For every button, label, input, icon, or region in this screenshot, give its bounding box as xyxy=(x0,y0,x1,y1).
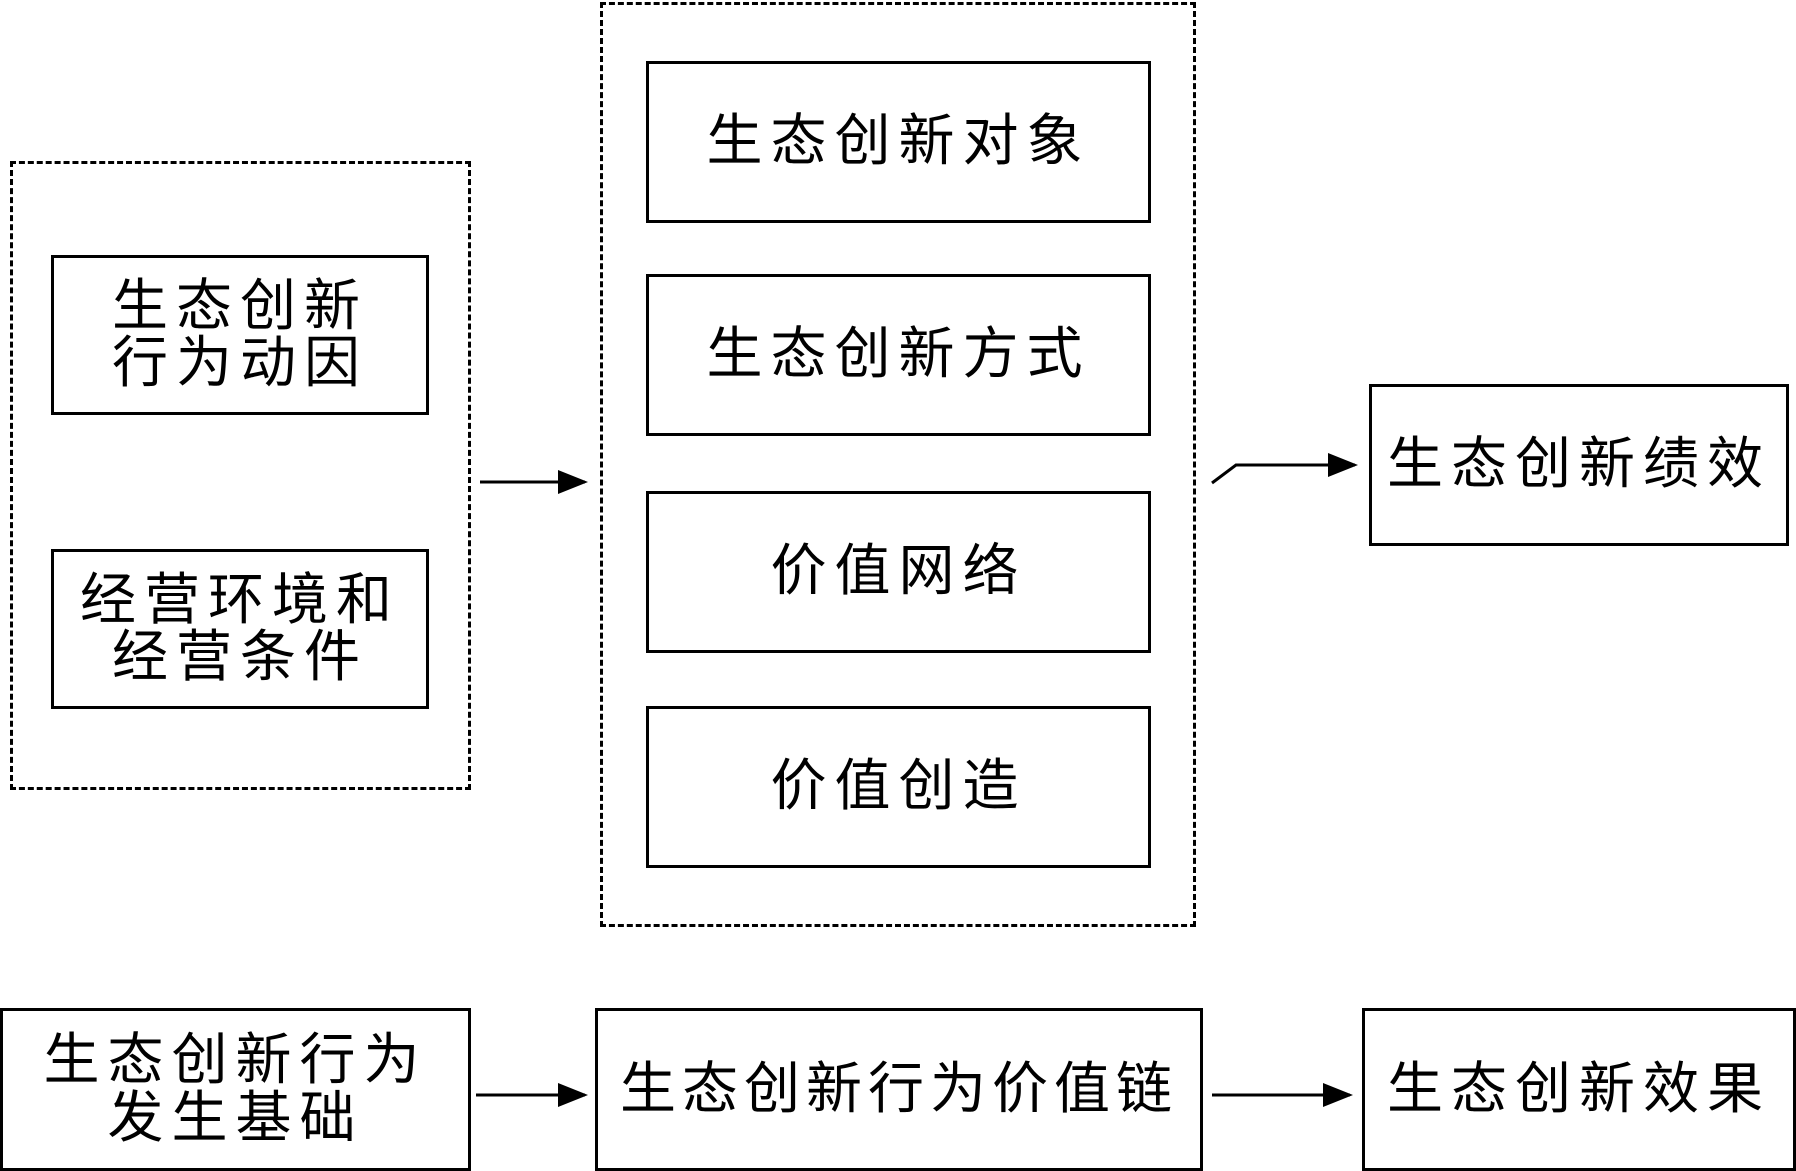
effect-box: 生态创新效果 xyxy=(1362,1008,1796,1171)
performance-box: 生态创新绩效 xyxy=(1369,384,1789,546)
motive-box: 生态创新 行为动因 xyxy=(51,255,429,415)
basis-box: 生态创新行为 发生基础 xyxy=(0,1008,471,1171)
method-box: 生态创新方式 xyxy=(646,274,1151,436)
arrow-middle-to-performance xyxy=(1211,453,1358,485)
creation-box: 价值创造 xyxy=(646,706,1151,868)
left-dashed-group xyxy=(10,161,471,790)
middle-dashed-group xyxy=(600,2,1196,927)
network-box: 价值网络 xyxy=(646,491,1151,653)
object-box: 生态创新对象 xyxy=(646,61,1151,223)
environment-box: 经营环境和 经营条件 xyxy=(51,549,429,709)
value-chain-box: 生态创新行为价值链 xyxy=(595,1008,1203,1171)
